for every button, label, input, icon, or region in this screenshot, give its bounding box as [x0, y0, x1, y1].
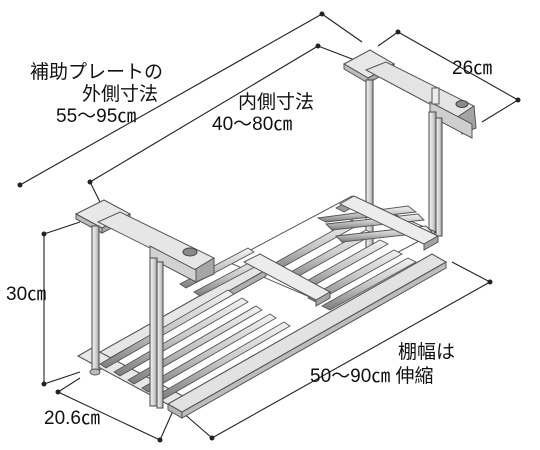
front-left-bracket — [74, 199, 216, 409]
depth-dim-line — [397, 31, 519, 101]
shelf-dim-line — [211, 281, 491, 439]
shelf-range-label: 50～90㎝ 伸縮 — [310, 366, 434, 387]
bar-group-right — [265, 197, 433, 311]
back-right-bracket — [342, 49, 477, 249]
plate-range-label: 55～95㎝ — [56, 106, 137, 127]
depth-label: 26㎝ — [452, 58, 493, 79]
shelf-title-label: 棚幅は — [398, 342, 456, 363]
base-dim-line — [57, 391, 161, 441]
inner-dim-line — [89, 45, 319, 183]
inner-range-label: 40～80㎝ — [212, 114, 293, 135]
height-label: 30㎝ — [6, 284, 47, 305]
outer-dim-line — [19, 13, 323, 186]
plate-outer-label: 外側寸法 — [82, 84, 159, 105]
inner-title-label: 内側寸法 — [238, 92, 315, 113]
base-width-label: 20.6㎝ — [44, 408, 100, 429]
plate-title-label: 補助プレートの — [30, 62, 164, 83]
